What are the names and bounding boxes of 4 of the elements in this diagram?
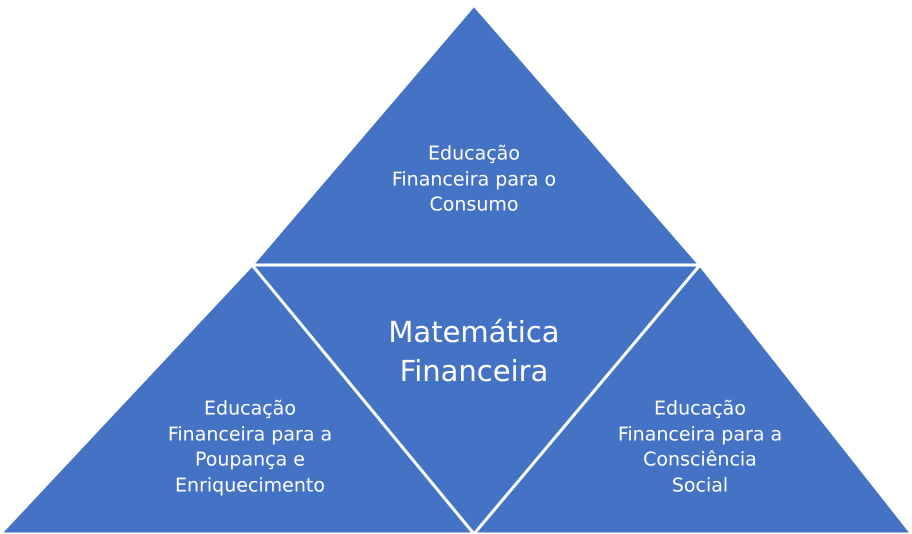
- segment-label: Educação Financeira para a Poupança e Enriquecimento: [166, 396, 334, 499]
- segment-label: Educação Financeira para a Consciência Social: [616, 396, 784, 499]
- segment-label: Educação Financeira para o Consumo: [390, 142, 558, 218]
- center-title: Matemática Financeira: [387, 314, 561, 390]
